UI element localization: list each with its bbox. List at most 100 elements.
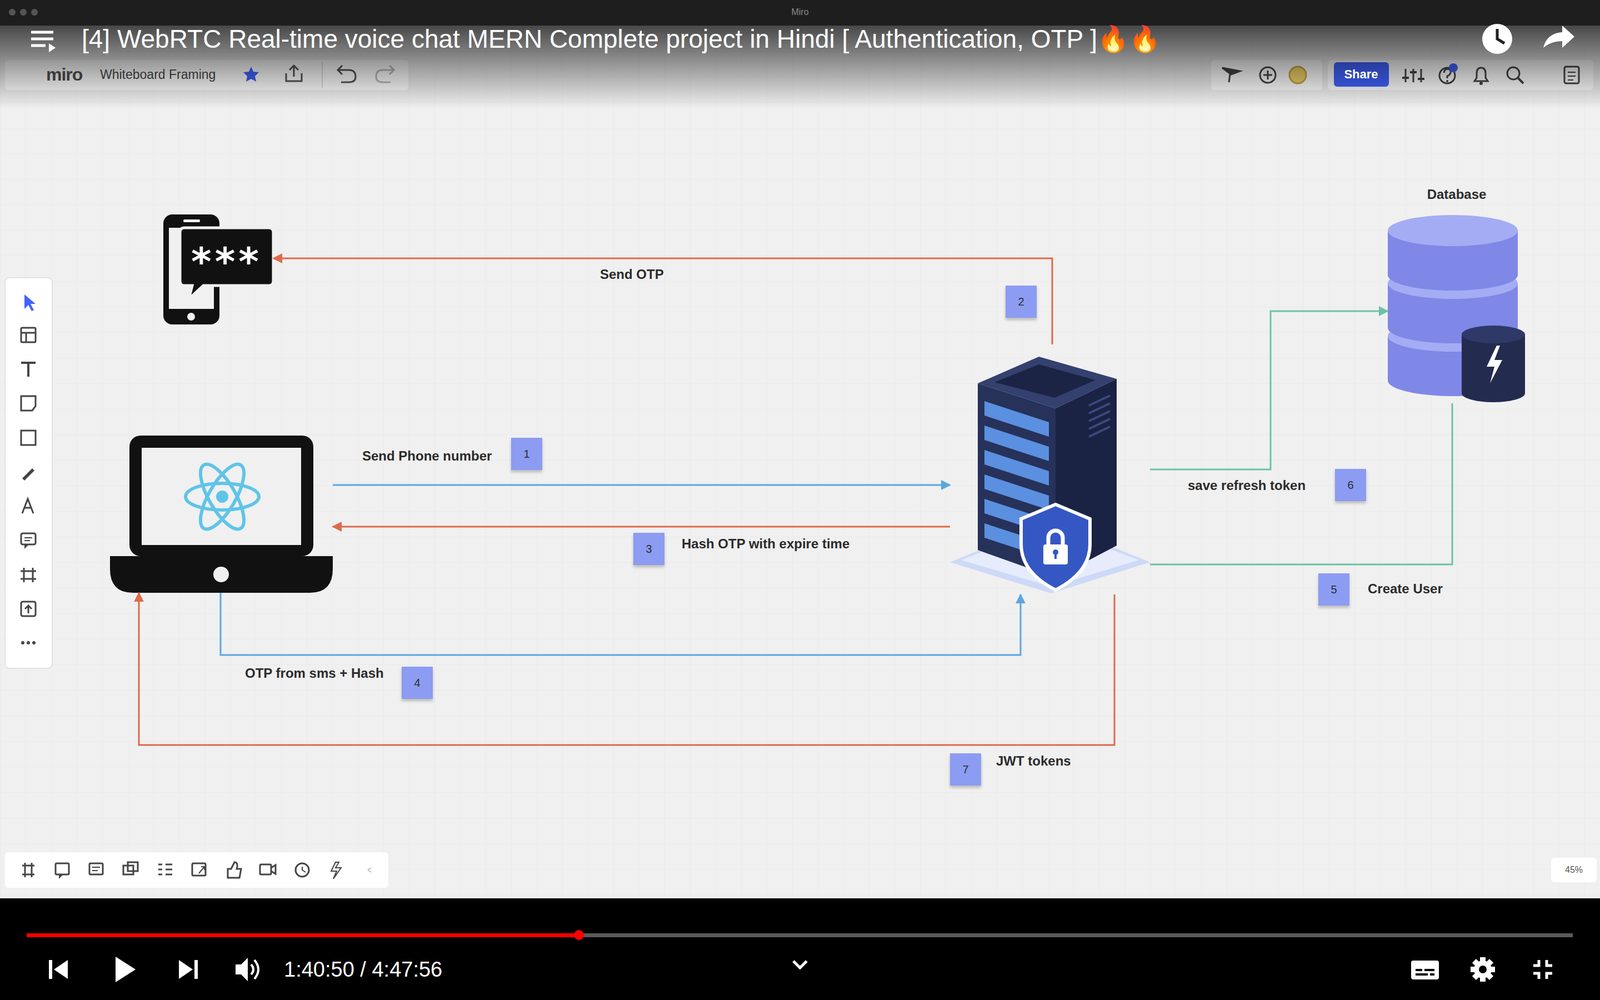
bottom-toolbar — [55, 863, 69, 875]
app-logo: miro — [46, 64, 83, 85]
window-title: Miro — [791, 7, 809, 18]
bottom-toolbar — [22, 862, 35, 878]
left-toolbar — [21, 396, 36, 411]
laptop-icon — [216, 490, 229, 503]
laptop-icon — [192, 458, 253, 535]
bottom-toolbar — [198, 866, 205, 874]
whiteboard — [0, 0, 1600, 899]
left-toolbar — [24, 294, 36, 312]
callout-number: 6 — [1335, 468, 1367, 502]
laptop-icon — [110, 435, 333, 593]
video-controls — [235, 957, 248, 982]
video-controls — [1473, 960, 1492, 979]
node-text-box: *** — [180, 227, 274, 286]
bottom-toolbar — [1551, 857, 1597, 883]
left-toolbar — [21, 362, 36, 377]
video-controls — [793, 961, 807, 968]
video-controls — [178, 960, 193, 979]
video-controls — [115, 956, 136, 983]
server-icon — [1021, 504, 1090, 590]
database-cylinder: Database — [1387, 183, 1526, 404]
edge-label: Send Phone number — [362, 448, 492, 464]
top-fade — [0, 0, 1600, 26]
share-button: Share — [1343, 67, 1378, 82]
left-toolbar — [5, 277, 53, 669]
database-cylinder — [1387, 215, 1518, 247]
top-fade — [31, 8, 38, 16]
left-toolbar — [20, 567, 37, 583]
bottom-toolbar — [331, 862, 342, 879]
video-controls — [0, 898, 1600, 1000]
bottom-toolbar — [158, 864, 173, 875]
left-toolbar — [21, 332, 36, 343]
left-toolbar — [21, 430, 36, 445]
phone-icon — [163, 214, 274, 325]
video-controls — [1415, 970, 1435, 975]
bottom-toolbar — [127, 862, 138, 872]
flow-arrow — [1150, 311, 1388, 470]
database-cylinder — [1486, 345, 1503, 384]
callout-number: 7 — [950, 753, 982, 786]
bottom-toolbar — [192, 863, 206, 876]
flow-arrow — [332, 526, 950, 528]
youtube-top-icons — [1497, 28, 1505, 44]
bottom-toolbar — [58, 874, 64, 879]
youtube-top-icons — [31, 32, 54, 46]
video-time: 1:40:50 / 4:47:56 — [283, 957, 443, 982]
bottom-toolbar — [271, 865, 276, 874]
bottom-toolbar — [367, 867, 372, 873]
laptop-icon — [185, 458, 259, 535]
board-name: Whiteboard Framing — [100, 67, 216, 83]
video-controls — [1470, 957, 1495, 982]
flow-arrow — [220, 592, 1021, 655]
video-controls — [0, 898, 1600, 1000]
bottom-toolbar — [295, 863, 309, 877]
bottom-toolbar — [302, 866, 306, 873]
callout-number: 2 — [1005, 285, 1037, 318]
database-cylinder — [1387, 215, 1525, 403]
bottom-toolbar — [5, 852, 389, 888]
phone-icon: *** — [163, 214, 274, 325]
laptop-icon — [141, 447, 302, 545]
edge-label: save refresh token — [1187, 477, 1306, 494]
left-toolbar — [22, 468, 35, 481]
database-cylinder — [1461, 334, 1525, 403]
callout-number: 1 — [511, 437, 543, 470]
left-toolbar — [21, 641, 25, 645]
left-toolbar — [22, 498, 34, 514]
video-controls — [194, 960, 198, 979]
left-toolbar — [24, 537, 33, 541]
top-fade — [0, 0, 1600, 109]
server-icon — [1043, 544, 1068, 565]
youtube-top-icons — [1543, 25, 1575, 48]
bottom-toolbar — [260, 864, 272, 875]
server-icon — [1088, 395, 1110, 437]
database-cylinder — [1461, 325, 1525, 344]
edge-label: OTP from sms + Hash — [245, 665, 384, 682]
left-toolbar — [24, 544, 29, 549]
laptop-icon — [129, 435, 314, 557]
server-icon — [950, 356, 1150, 594]
laptop-icon — [192, 458, 253, 535]
video-controls — [1472, 958, 1494, 980]
laptop-icon — [213, 566, 229, 583]
whiteboard — [0, 0, 1600, 899]
top-fade — [20, 8, 27, 16]
callout-number: 5 — [1318, 573, 1350, 606]
left-toolbar — [21, 533, 36, 545]
bottom-toolbar — [227, 862, 242, 878]
left-toolbar — [32, 641, 36, 645]
laptop-icon — [185, 483, 259, 510]
server-icon — [1088, 395, 1110, 437]
video-controls — [1472, 958, 1494, 980]
youtube-top-icons — [48, 43, 56, 53]
video-controls — [1411, 960, 1439, 980]
bottom-toolbar — [5, 852, 1597, 888]
laptop-icon — [110, 435, 333, 593]
node-label: *** — [191, 242, 263, 282]
server-icon — [1054, 553, 1057, 559]
zoom-level: 45% — [1565, 865, 1583, 875]
left-toolbar — [25, 605, 32, 614]
video-title: [4] WebRTC Real-time voice chat MERN Com… — [81, 23, 1161, 54]
